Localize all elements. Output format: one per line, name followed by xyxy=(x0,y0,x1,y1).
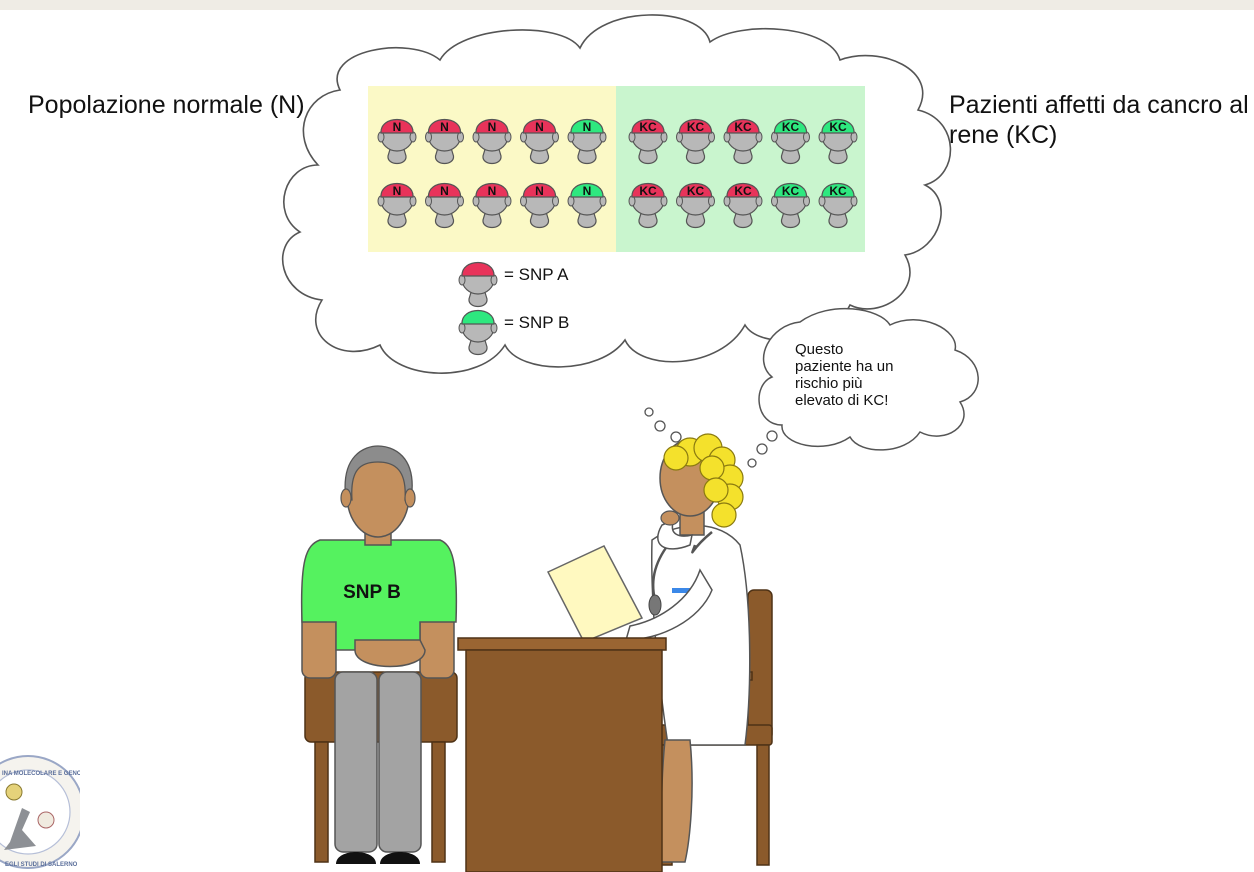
normal-head-r1-3: N xyxy=(472,119,512,165)
svg-text:KC: KC xyxy=(639,184,657,198)
svg-text:N: N xyxy=(440,184,449,198)
normal-head-r2-5: N xyxy=(567,183,607,229)
svg-text:N: N xyxy=(488,184,497,198)
cancer-head-r2-5: KC xyxy=(818,183,858,229)
svg-text:KC: KC xyxy=(639,120,657,134)
svg-text:EGLI STUDI DI SALERNO: EGLI STUDI DI SALERNO xyxy=(5,862,78,868)
population-heads: N N N N N N N N N N KC KC KC KC KC KC KC KC KC KC xyxy=(377,119,858,229)
cancer-head-r2-3: KC xyxy=(723,183,763,229)
svg-text:KC: KC xyxy=(829,184,847,198)
svg-text:N: N xyxy=(583,184,592,198)
cancer-head-r2-1: KC xyxy=(628,183,668,229)
patient xyxy=(300,445,458,864)
svg-text:KC: KC xyxy=(734,184,752,198)
svg-text:N: N xyxy=(393,184,402,198)
normal-head-r1-5: N xyxy=(567,119,607,165)
svg-text:KC: KC xyxy=(782,120,800,134)
cancer-head-r1-2: KC xyxy=(676,119,715,165)
normal-head-r2-3: N xyxy=(472,183,512,229)
patient-shirt-label: SNP B xyxy=(343,582,401,603)
svg-text:N: N xyxy=(440,120,449,134)
svg-text:KC: KC xyxy=(782,184,800,198)
cancer-head-r2-2: KC xyxy=(676,183,715,229)
thought-trail-left xyxy=(644,407,682,443)
normal-population-label: Popolazione normale (N) xyxy=(28,91,305,119)
normal-head-r1-4: N xyxy=(520,119,559,165)
kc-patients-label: Pazienti affetti da cancro al rene (KC) xyxy=(949,91,1249,149)
normal-head-r2-4: N xyxy=(520,183,559,229)
cancer-head-r1-5: KC xyxy=(818,119,858,165)
cancer-head-r1-3: KC xyxy=(723,119,763,165)
university-seal: INA MOLECOLARE E GENOMICA EGLI STUDI DI … xyxy=(0,755,97,869)
legend-snp-b-icon xyxy=(458,310,498,356)
normal-head-r2-2: N xyxy=(425,183,464,229)
cancer-head-r1-4: KC xyxy=(771,119,810,165)
legend-snp-a-icon xyxy=(458,262,498,308)
svg-text:N: N xyxy=(583,120,592,134)
svg-text:KC: KC xyxy=(687,120,705,134)
legend-head-snp-a xyxy=(458,262,498,308)
normal-head-r1-2: N xyxy=(425,119,464,165)
desk xyxy=(457,637,667,872)
normal-head-r2-1: N xyxy=(377,183,417,229)
svg-text:N: N xyxy=(488,120,497,134)
svg-text:N: N xyxy=(535,120,544,134)
legend-head-snp-b xyxy=(458,310,498,356)
svg-text:N: N xyxy=(535,184,544,198)
svg-text:N: N xyxy=(393,120,402,134)
cancer-head-r1-1: KC xyxy=(628,119,668,165)
legend-snp-b-label: = SNP B xyxy=(504,313,569,332)
doctor-thought-bubble xyxy=(758,307,979,451)
doctor xyxy=(625,433,751,863)
svg-text:KC: KC xyxy=(734,120,752,134)
svg-text:KC: KC xyxy=(829,120,847,134)
cancer-head-r2-4: KC xyxy=(771,183,810,229)
svg-text:KC: KC xyxy=(687,184,705,198)
top-strip xyxy=(0,0,1254,10)
normal-head-r1-1: N xyxy=(377,119,417,165)
clipboard-paper xyxy=(546,545,644,643)
legend-snp-a-label: = SNP A xyxy=(504,265,569,284)
svg-text:INA MOLECOLARE E GENOMICA: INA MOLECOLARE E GENOMICA xyxy=(2,771,97,777)
doctor-thought-text: Questo paziente ha un rischio più elevat… xyxy=(795,341,898,409)
thought-trail-right xyxy=(747,430,778,468)
